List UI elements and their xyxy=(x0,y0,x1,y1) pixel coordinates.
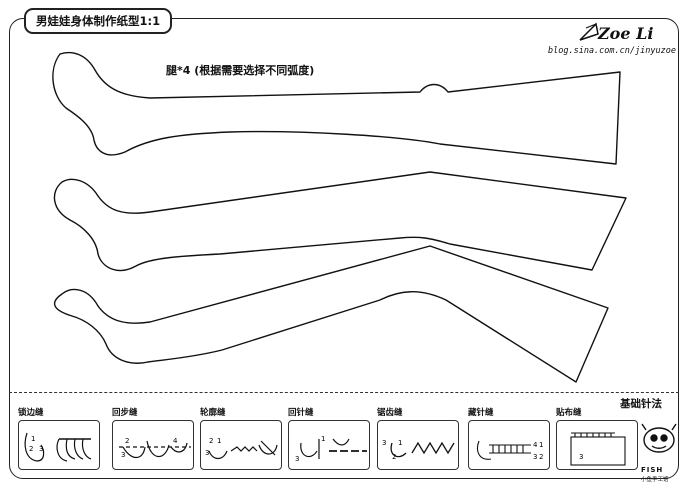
svg-text:1: 1 xyxy=(321,435,325,443)
outline-stitch-icon: 2 1 3 xyxy=(205,437,278,460)
backstitch-icon: 3 1 xyxy=(295,435,367,463)
stitch-diagram-box: 3 1 xyxy=(288,420,370,470)
svg-text:3: 3 xyxy=(205,449,209,457)
stitch-label: 回步缝 xyxy=(112,408,138,418)
leg-pattern-straight xyxy=(52,51,621,165)
svg-text:3: 3 xyxy=(579,453,583,461)
applique-stitch-icon: 3 xyxy=(570,432,626,466)
stitch-diagram-box: 1 2 3 xyxy=(18,420,100,470)
zigzag-stitch-icon: 3 1 2 xyxy=(382,439,455,461)
stitch-card-blanket: 锁边缝 1 2 3 xyxy=(18,406,102,474)
svg-text:2: 2 xyxy=(392,453,396,461)
stitch-card-backstitch: 回针缝 3 1 xyxy=(288,406,372,474)
fish-logo-subtext: 小鱼手工馆 xyxy=(641,477,669,483)
ladder-stitch-icon: 4 1 3 2 xyxy=(476,440,543,461)
stitch-card-back: 回步缝 2 3 4 xyxy=(112,406,196,474)
svg-text:1: 1 xyxy=(31,435,35,443)
svg-text:3: 3 xyxy=(533,453,537,461)
svg-text:2: 2 xyxy=(125,437,129,445)
back-stitch-icon: 2 3 4 xyxy=(119,437,191,459)
svg-text:3: 3 xyxy=(39,445,43,453)
stitch-diagram-box: 3 xyxy=(556,420,638,470)
page-title: 男娃娃身体制作纸型1:1 xyxy=(24,8,173,34)
svg-text:3: 3 xyxy=(382,439,386,447)
brand-url: blog.sina.com.cn/jinyuzoe xyxy=(548,46,676,56)
svg-text:3: 3 xyxy=(121,451,125,459)
stitch-label: 贴布缝 xyxy=(556,408,582,418)
stitch-card-zigzag: 锯齿缝 3 1 2 xyxy=(377,406,461,474)
stitch-label: 轮廓缝 xyxy=(200,408,226,418)
stitch-divider xyxy=(9,392,679,394)
stitch-heading: 基础针法 xyxy=(620,398,662,410)
pattern-sheet xyxy=(9,18,679,479)
kite-logo-icon xyxy=(579,22,599,41)
stitch-diagram-box: 2 3 4 xyxy=(112,420,194,470)
stitch-card-applique: 贴布缝 3 xyxy=(556,406,640,474)
fish-logo-text: FISH xyxy=(641,466,664,474)
svg-text:4: 4 xyxy=(533,441,538,449)
stitch-card-ladder: 藏针缝 4 1 3 2 xyxy=(468,406,552,474)
svg-text:2: 2 xyxy=(209,437,213,445)
stitch-diagram-box: 3 1 2 xyxy=(377,420,459,470)
svg-text:4: 4 xyxy=(173,437,178,445)
stitch-label: 锁边缝 xyxy=(18,408,44,418)
stitch-label: 锯齿缝 xyxy=(377,408,403,418)
svg-text:1: 1 xyxy=(539,441,543,449)
stitch-label: 藏针缝 xyxy=(468,408,494,418)
brand-name: Zoe Li xyxy=(598,24,654,43)
stitch-card-outline: 轮廓缝 2 1 3 xyxy=(200,406,284,474)
stitch-diagram-box: 4 1 3 2 xyxy=(468,420,550,470)
fish-logo-icon xyxy=(641,423,677,453)
leg-patterns xyxy=(52,51,627,383)
stitch-diagram-box: 2 1 3 xyxy=(200,420,282,470)
svg-text:3: 3 xyxy=(295,455,299,463)
svg-text:2: 2 xyxy=(539,453,543,461)
stitch-label: 回针缝 xyxy=(288,408,314,418)
svg-text:1: 1 xyxy=(217,437,221,445)
svg-text:2: 2 xyxy=(29,445,33,453)
leg-pattern-slight-bend xyxy=(53,171,627,272)
pattern-note: 腿*4 (根据需要选择不同弧度) xyxy=(166,64,315,77)
leg-pattern-deep-bend xyxy=(53,245,609,383)
blanket-stitch-icon: 1 2 3 xyxy=(24,432,92,462)
svg-text:1: 1 xyxy=(398,439,402,447)
